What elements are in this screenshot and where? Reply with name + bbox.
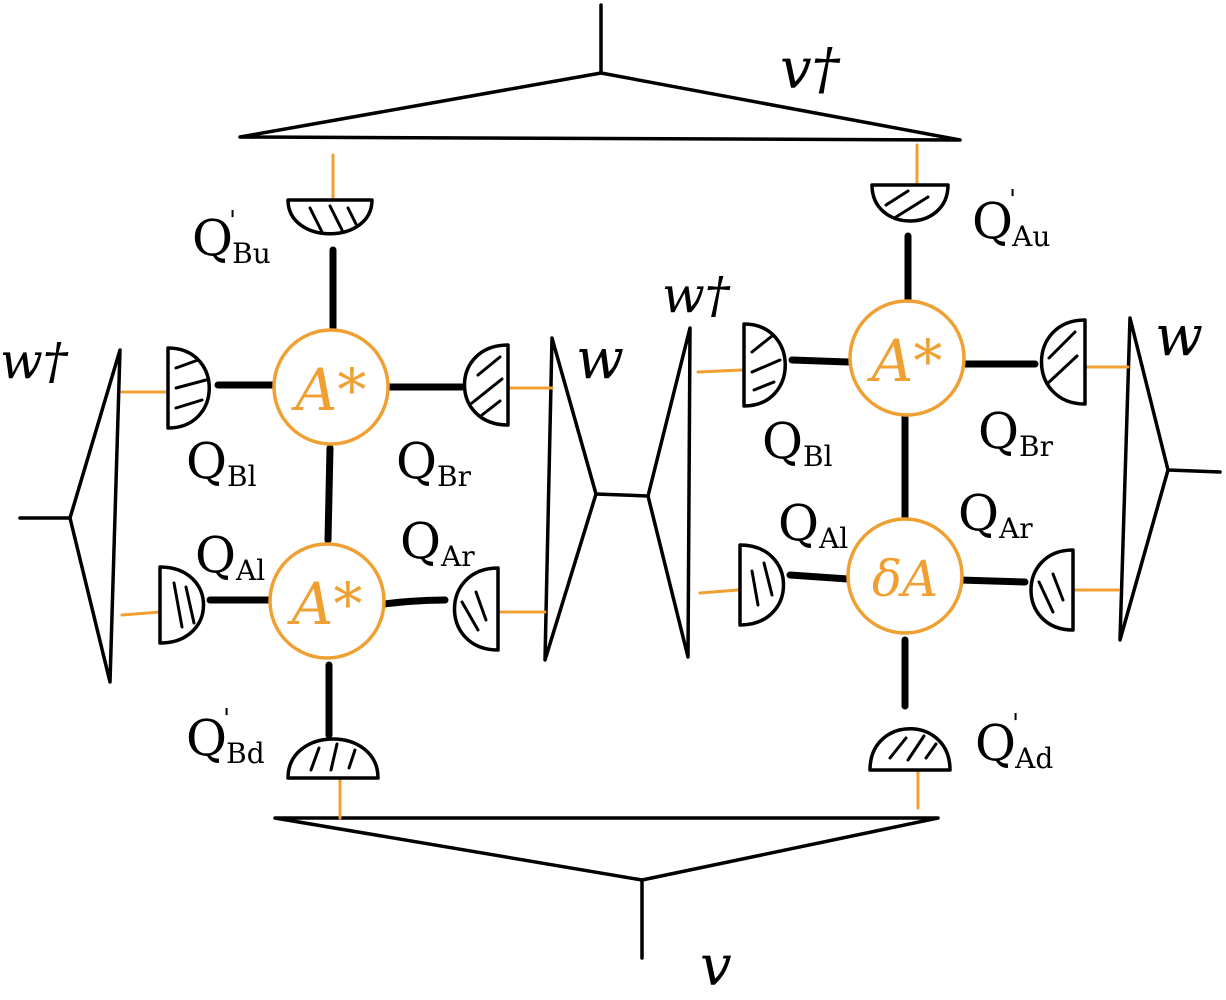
label-right-bl: QAl xyxy=(778,494,848,555)
w-dagger-left-isometry xyxy=(18,348,122,684)
v-label: v xyxy=(700,934,732,999)
orange-bonds xyxy=(120,143,1130,820)
tensor-right-bottom: δA xyxy=(846,517,964,635)
v-dagger-isometry xyxy=(238,3,962,142)
label-left-br: QAr xyxy=(400,512,475,573)
projector-left-down xyxy=(286,737,380,780)
projector-left-br xyxy=(452,566,500,652)
label-right-tl: QBl xyxy=(762,412,833,473)
projector-right-br xyxy=(1029,548,1075,632)
w-left-label: w xyxy=(576,327,624,392)
projector-right-tr xyxy=(1039,318,1087,406)
tensor-right-bottom-label: δA xyxy=(872,550,938,608)
label-right-up: Q'Au xyxy=(972,185,1050,253)
tensor-right-top-label: A* xyxy=(867,327,943,395)
w-right-label: w xyxy=(1155,304,1203,369)
projector-right-down xyxy=(868,727,952,772)
label-left-tr: QBr xyxy=(396,432,472,493)
projector-left-tr xyxy=(462,343,510,427)
w-left-isometry xyxy=(543,336,598,662)
label-left-down: Q'Bd xyxy=(186,704,265,770)
tensor-left-bottom: A* xyxy=(268,542,386,660)
tensor-right-top: A* xyxy=(848,299,966,417)
label-right-br: QAr xyxy=(958,484,1033,545)
w-right-isometry xyxy=(1118,316,1222,642)
label-right-down: Q'Ad xyxy=(975,709,1053,775)
w-dagger-left-label: w† xyxy=(0,332,69,390)
tensor-left-top-label: A* xyxy=(291,356,367,424)
projector-right-tl xyxy=(742,322,787,408)
w-dagger-right-isometry xyxy=(594,326,692,659)
label-left-up: Q'Bu xyxy=(192,206,271,270)
projector-left-tl xyxy=(166,346,211,430)
label-left-tl: QBl xyxy=(186,432,257,493)
v-isometry xyxy=(273,816,940,960)
v-dagger-label: v† xyxy=(780,37,841,102)
label-right-tr: QBr xyxy=(978,402,1054,463)
projector-right-up xyxy=(870,183,950,223)
projector-left-up xyxy=(286,198,374,236)
w-dagger-right-label: w† xyxy=(662,266,731,324)
tensor-left-top: A* xyxy=(272,328,390,446)
projector-right-bl xyxy=(738,543,786,627)
black-bonds xyxy=(206,232,1039,739)
tensor-left-bottom-label: A* xyxy=(287,570,363,638)
label-left-bl: QAl xyxy=(195,526,265,587)
projector-left-bl xyxy=(158,565,206,645)
